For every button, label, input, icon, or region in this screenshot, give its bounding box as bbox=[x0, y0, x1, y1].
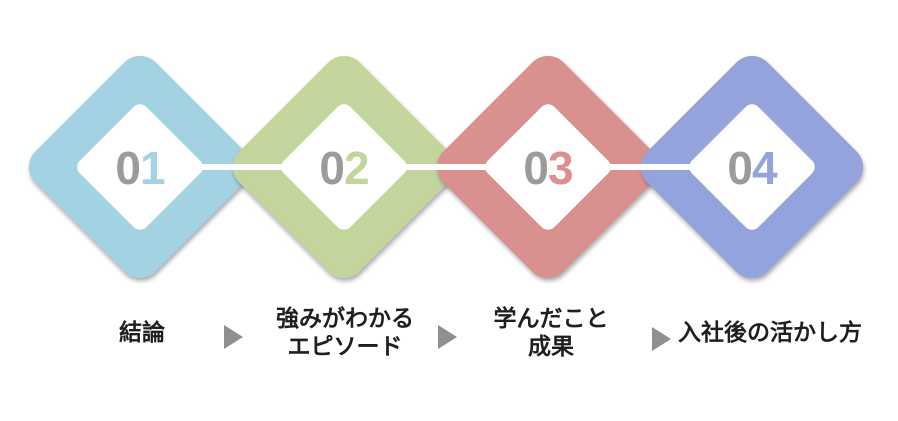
arrow-right-icon bbox=[652, 327, 671, 351]
step-1-label: 結論 bbox=[32, 299, 252, 367]
step-4-number-zero: 0 bbox=[727, 142, 753, 194]
step-1-number-zero: 0 bbox=[115, 142, 141, 194]
step-2-number-zero: 0 bbox=[319, 142, 345, 194]
step-4-number-digit: 4 bbox=[752, 142, 778, 194]
arrow-right-icon bbox=[224, 325, 243, 349]
step-1-number: 01 bbox=[80, 140, 200, 196]
step-3-label-line-2: 成果 bbox=[528, 334, 574, 360]
step-3-label-line-1: 学んだこと bbox=[493, 306, 609, 332]
connector-gap bbox=[548, 164, 753, 170]
step-3-number-digit: 3 bbox=[548, 142, 574, 194]
step-2-label-line-1: 強みがわかる bbox=[276, 306, 414, 332]
step-4-number: 04 bbox=[692, 140, 812, 196]
step-1-number-digit: 1 bbox=[140, 142, 166, 194]
step-2-number-digit: 2 bbox=[344, 142, 370, 194]
step-2-number: 02 bbox=[284, 140, 404, 196]
step-4-label-line-1: 入社後の活かし方 bbox=[678, 320, 862, 346]
step-3-number: 03 bbox=[488, 140, 608, 196]
connector-gap bbox=[344, 164, 549, 170]
step-3-label: 学んだこと 成果 bbox=[441, 299, 661, 367]
arrow-right-icon bbox=[438, 325, 457, 349]
step-3-number-zero: 0 bbox=[523, 142, 549, 194]
step-1-label-line-1: 結論 bbox=[119, 320, 165, 346]
step-2-label: 強みがわかる エピソード bbox=[235, 299, 455, 367]
connector-gap bbox=[140, 164, 345, 170]
step-2-label-line-2: エピソード bbox=[287, 334, 403, 360]
step-4-label: 入社後の活かし方 bbox=[660, 299, 880, 367]
